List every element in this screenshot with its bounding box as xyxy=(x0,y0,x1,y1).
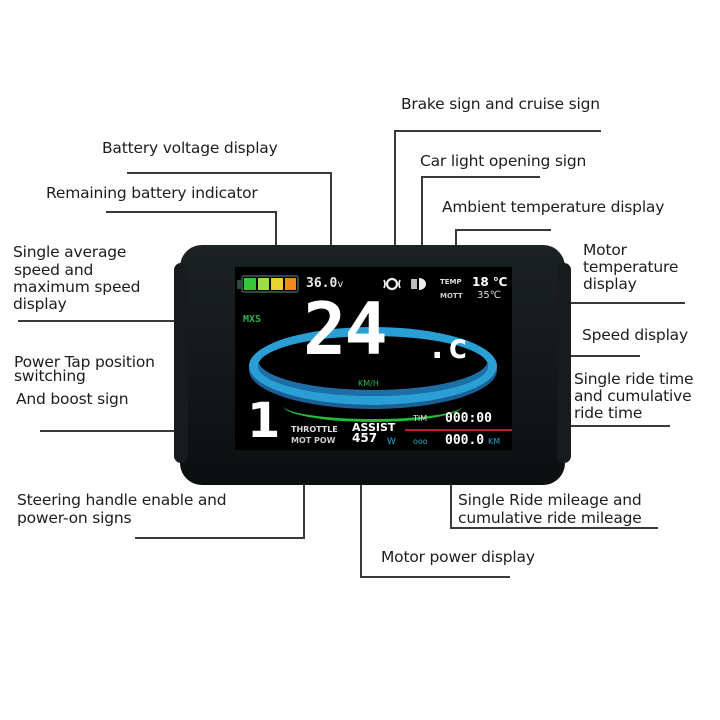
connector-line xyxy=(455,229,551,231)
time-label: TIM xyxy=(413,414,428,423)
ebike-display-device: 36.0v TEMP 18 ℃ MOTT 35℃ MXS 24 .c KM/H … xyxy=(174,245,571,485)
battery-cell xyxy=(271,278,283,290)
connector-line xyxy=(450,460,452,528)
label-brake-cruise: Brake sign and cruise sign xyxy=(401,95,600,113)
battery-voltage: 36.0v xyxy=(306,276,344,291)
brake-icon xyxy=(383,277,401,291)
motor-temp-value: 35℃ xyxy=(477,290,501,301)
motor-power-value: 457 xyxy=(352,431,378,445)
assist-level: 1 xyxy=(247,393,281,449)
power-unit: W xyxy=(387,437,396,447)
connector-line xyxy=(40,430,240,432)
temp-label: TEMP xyxy=(440,278,462,286)
label-remaining-battery: Remaining battery indicator xyxy=(46,184,258,202)
motor-power-label: MOT POW xyxy=(291,436,336,445)
divider xyxy=(405,429,512,431)
speed-decimal: .c xyxy=(427,327,468,367)
connector-line xyxy=(360,576,510,578)
battery-indicator-icon xyxy=(241,275,299,293)
connector-line xyxy=(394,130,396,270)
label-motor-power: Motor power display xyxy=(381,548,535,566)
label-battery-voltage: Battery voltage display xyxy=(102,139,278,157)
connector-line xyxy=(394,130,601,132)
label-boost: And boost sign xyxy=(16,390,129,408)
battery-cell xyxy=(257,278,269,290)
distance-value: 000.0 xyxy=(445,433,485,448)
speed-unit: KM/H xyxy=(358,379,379,388)
ride-time-value: 000:00 xyxy=(445,411,492,426)
connector-line xyxy=(360,460,362,577)
battery-tip xyxy=(237,280,241,289)
speed-arc-green xyxy=(283,389,463,422)
connector-line xyxy=(106,211,277,213)
motor-temp-label: MOTT xyxy=(440,292,463,300)
speed-value: 24 xyxy=(303,287,388,371)
label-ambient-temp: Ambient temperature display xyxy=(442,198,665,216)
connector-line xyxy=(18,320,243,322)
assist-indicator: ASSIST xyxy=(352,421,396,434)
connector-line xyxy=(303,460,305,538)
lcd-screen: 36.0v TEMP 18 ℃ MOTT 35℃ MXS 24 .c KM/H … xyxy=(235,267,512,450)
odometer-icon: ooo xyxy=(413,437,428,446)
connector-line xyxy=(127,172,332,174)
throttle-indicator: THROTTLE xyxy=(291,425,338,434)
ambient-temp-value: 18 ℃ xyxy=(472,275,508,289)
connector-line xyxy=(505,302,685,304)
distance-unit: KM xyxy=(488,437,501,446)
connector-line xyxy=(421,176,423,270)
connector-line xyxy=(421,176,540,178)
connector-line xyxy=(135,537,305,539)
connector-line xyxy=(275,211,277,271)
headlight-icon xyxy=(411,278,426,290)
mode-indicator: MXS xyxy=(243,314,262,325)
connector-line xyxy=(330,172,332,272)
battery-cell xyxy=(284,278,296,290)
battery-cell xyxy=(244,278,256,290)
connector-line xyxy=(450,527,658,529)
label-car-light: Car light opening sign xyxy=(420,152,587,170)
label-speed: Speed display xyxy=(582,326,688,344)
